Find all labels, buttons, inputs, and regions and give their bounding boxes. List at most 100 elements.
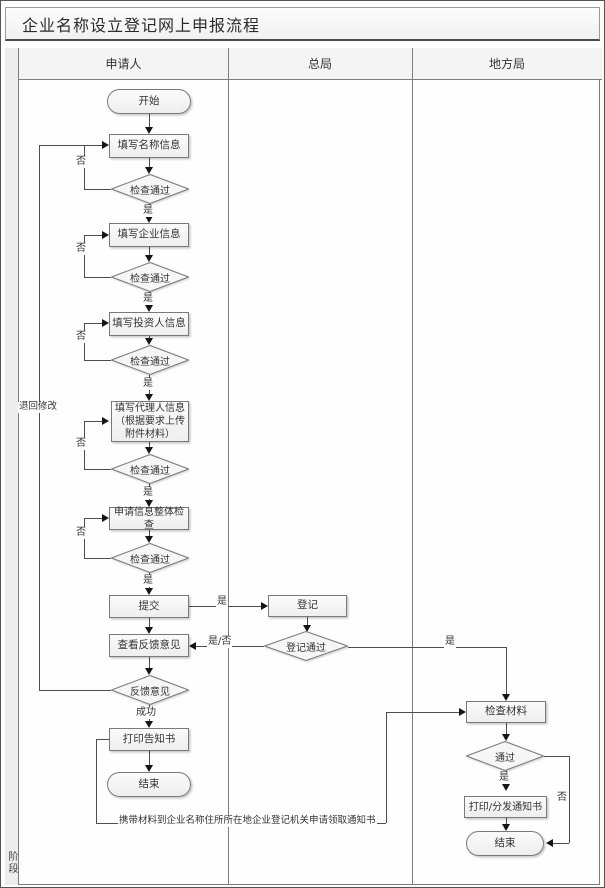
connector-segment (348, 647, 506, 648)
connector-segment (149, 247, 150, 255)
node-label: 申请信息整体检查 (114, 506, 184, 531)
arrowhead-down-icon (502, 784, 510, 791)
connector-segment (149, 158, 150, 167)
node-label: 填写名称信息 (117, 139, 181, 152)
node-register-pass: 登记通过 (264, 631, 348, 661)
connector-segment (149, 336, 150, 338)
node-label: 检查通过 (130, 465, 170, 477)
node-label: 登记 (297, 599, 318, 612)
edge-label-yes: 是 (142, 487, 154, 499)
lane-header-label: 申请人 (105, 57, 142, 71)
connector-segment (553, 843, 569, 844)
arrowhead-down-icon (145, 127, 153, 134)
connector-segment (84, 235, 85, 277)
node-check-pass-3: 检查通过 (111, 345, 189, 375)
arrowhead-down-icon (145, 255, 153, 262)
arrowhead-right-icon (261, 602, 268, 610)
edge-label-yes: 是 (142, 293, 154, 305)
edge-label-no: 否 (556, 792, 568, 804)
edge-label-no: 否 (75, 527, 87, 539)
arrowhead-down-icon (145, 338, 153, 345)
node-view-feedback: 查看反馈意见 (109, 634, 189, 657)
edge-label-yes-no: 是/否 (207, 636, 233, 648)
node-label: 打印告知书 (122, 732, 176, 745)
connector-segment (149, 657, 150, 668)
arrowhead-down-icon (145, 500, 153, 507)
edge-label-no: 否 (75, 331, 87, 343)
node-check-pass-1: 检查通过 (111, 174, 189, 204)
connector-segment (84, 235, 102, 236)
arrowhead-down-icon (145, 305, 153, 312)
connector-segment (84, 189, 111, 190)
connector-segment (84, 469, 111, 470)
connector-segment (506, 723, 507, 734)
node-label: 开始 (138, 94, 160, 107)
node-overall-check: 申请信息整体检查 (109, 506, 189, 531)
connector-segment (39, 145, 40, 690)
connector-segment (544, 756, 569, 757)
connector-segment (84, 323, 102, 324)
node-label: 反馈意见 (130, 686, 170, 698)
node-start: 开始 (107, 89, 191, 114)
arrowhead-down-icon (145, 536, 153, 543)
node-fill-agent: 填写代理人信息（根据要求上传附件材料） (111, 401, 189, 442)
node-label: 通过 (495, 752, 515, 764)
arrowhead-right-icon (102, 231, 109, 239)
edge-label-yes: 是 (142, 205, 154, 217)
node-label: 提交 (138, 599, 160, 612)
node-end-local: 结束 (466, 831, 544, 856)
node-pass: 通过 (466, 741, 544, 771)
lane-header-label: 地方局 (488, 57, 525, 71)
connector-segment (386, 712, 459, 713)
arrowhead-down-icon (145, 765, 153, 772)
arrowhead-down-icon (145, 588, 153, 595)
arrowhead-down-icon (145, 668, 153, 675)
edge-label-yes: 是 (142, 575, 154, 587)
arrowhead-down-icon (502, 734, 510, 741)
arrowhead-down-icon (145, 721, 153, 728)
edge-label-success: 成功 (135, 707, 157, 719)
connector-segment (84, 277, 111, 278)
connector-segment (506, 647, 507, 694)
lane-divider (228, 48, 229, 885)
node-submit: 提交 (109, 595, 189, 618)
arrowhead-right-icon (102, 319, 109, 327)
node-label: 查看反馈意见 (117, 638, 181, 651)
node-fill-name: 填写名称信息 (109, 134, 189, 158)
edge-label-no: 否 (75, 156, 87, 168)
connector-segment (149, 618, 150, 627)
arrowhead-down-icon (145, 216, 153, 223)
arrowhead-down-icon (303, 625, 311, 632)
edge-label-carry-materials: 携带材料到企业名称住所所在地企业登记机关申请领取通知书 (118, 815, 377, 827)
connector-segment (84, 360, 111, 361)
node-label: 检查通过 (130, 356, 170, 368)
connector-segment (84, 421, 102, 422)
node-fill-investor: 填写投资人信息 (109, 312, 189, 336)
node-label: 填写投资人信息 (112, 317, 186, 330)
arrowhead-down-icon (145, 394, 153, 401)
connector-segment (84, 518, 102, 519)
node-check-pass-2: 检查通过 (111, 262, 189, 292)
node-check-pass-5: 检查通过 (111, 543, 189, 573)
arrowhead-down-icon (502, 824, 510, 831)
arrowhead-down-icon (145, 447, 153, 454)
node-register: 登记 (268, 595, 347, 617)
node-label: 登记通过 (286, 642, 326, 654)
node-label: 检查通过 (130, 185, 170, 197)
node-check-pass-4: 检查通过 (111, 454, 189, 484)
node-label: 打印/分发通知书 (468, 801, 543, 813)
arrowhead-down-icon (145, 627, 153, 634)
edge-label-no: 否 (75, 438, 87, 450)
title-bar: 企业名称设立登记网上申报流程 (5, 7, 600, 41)
connector-segment (149, 751, 150, 765)
lane-header-applicant: 申请人 (19, 48, 228, 80)
edge-label-return-modify: 退回修改 (18, 401, 59, 413)
connector-segment (96, 739, 97, 823)
lane-header-label: 总局 (307, 57, 332, 71)
edge-label-yes: 是 (444, 636, 456, 648)
connector-segment (569, 756, 570, 843)
edge-label-yes: 是 (498, 772, 510, 784)
stage-label: 阶段 (6, 851, 17, 875)
edge-label-yes: 是 (216, 596, 228, 608)
